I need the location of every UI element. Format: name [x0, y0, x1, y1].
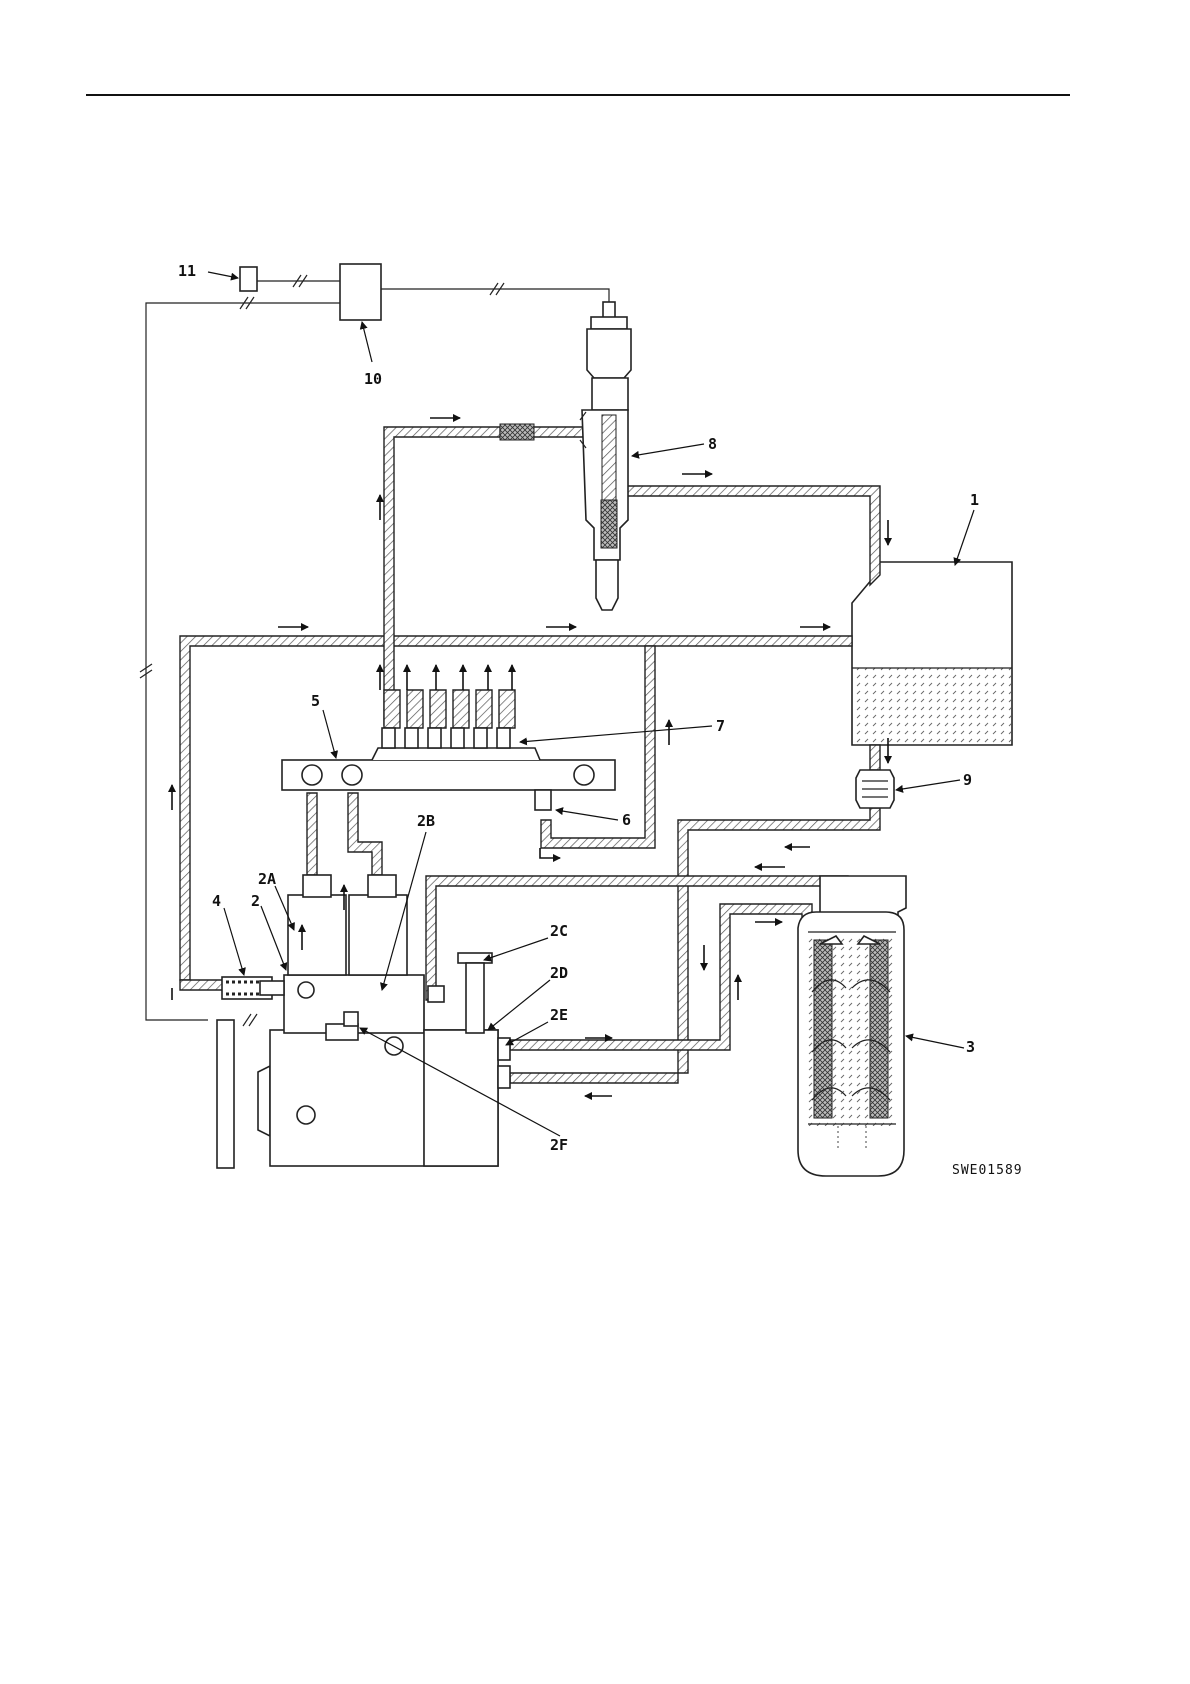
label-2B: 2B [417, 812, 435, 830]
pressure-limiter-6 [535, 790, 551, 810]
controller-10 [340, 264, 381, 320]
fuel-tank [852, 562, 1012, 745]
label-3: 3 [966, 1038, 975, 1056]
fuel-filter [798, 876, 906, 1176]
label-6: 6 [622, 811, 631, 829]
label-1: 1 [970, 491, 979, 509]
label-11: 11 [178, 262, 196, 280]
label-2C: 2C [550, 922, 568, 940]
label-2: 2 [251, 892, 260, 910]
label-5: 5 [311, 692, 320, 710]
sensor-11 [240, 267, 257, 291]
label-9: 9 [963, 771, 972, 789]
label-10: 10 [364, 370, 382, 388]
label-4: 4 [212, 892, 221, 910]
common-rail [282, 728, 615, 810]
supply-pump [217, 875, 510, 1168]
label-2A: 2A [258, 870, 276, 888]
label-8: 8 [708, 435, 717, 453]
injector [500, 302, 631, 610]
label-2F: 2F [550, 1136, 568, 1154]
label-2D: 2D [550, 964, 568, 982]
prefilter-9 [856, 770, 894, 808]
label-2E: 2E [550, 1006, 568, 1024]
figure-code: SWE01589 [952, 1163, 1023, 1178]
label-7: 7 [716, 717, 725, 735]
